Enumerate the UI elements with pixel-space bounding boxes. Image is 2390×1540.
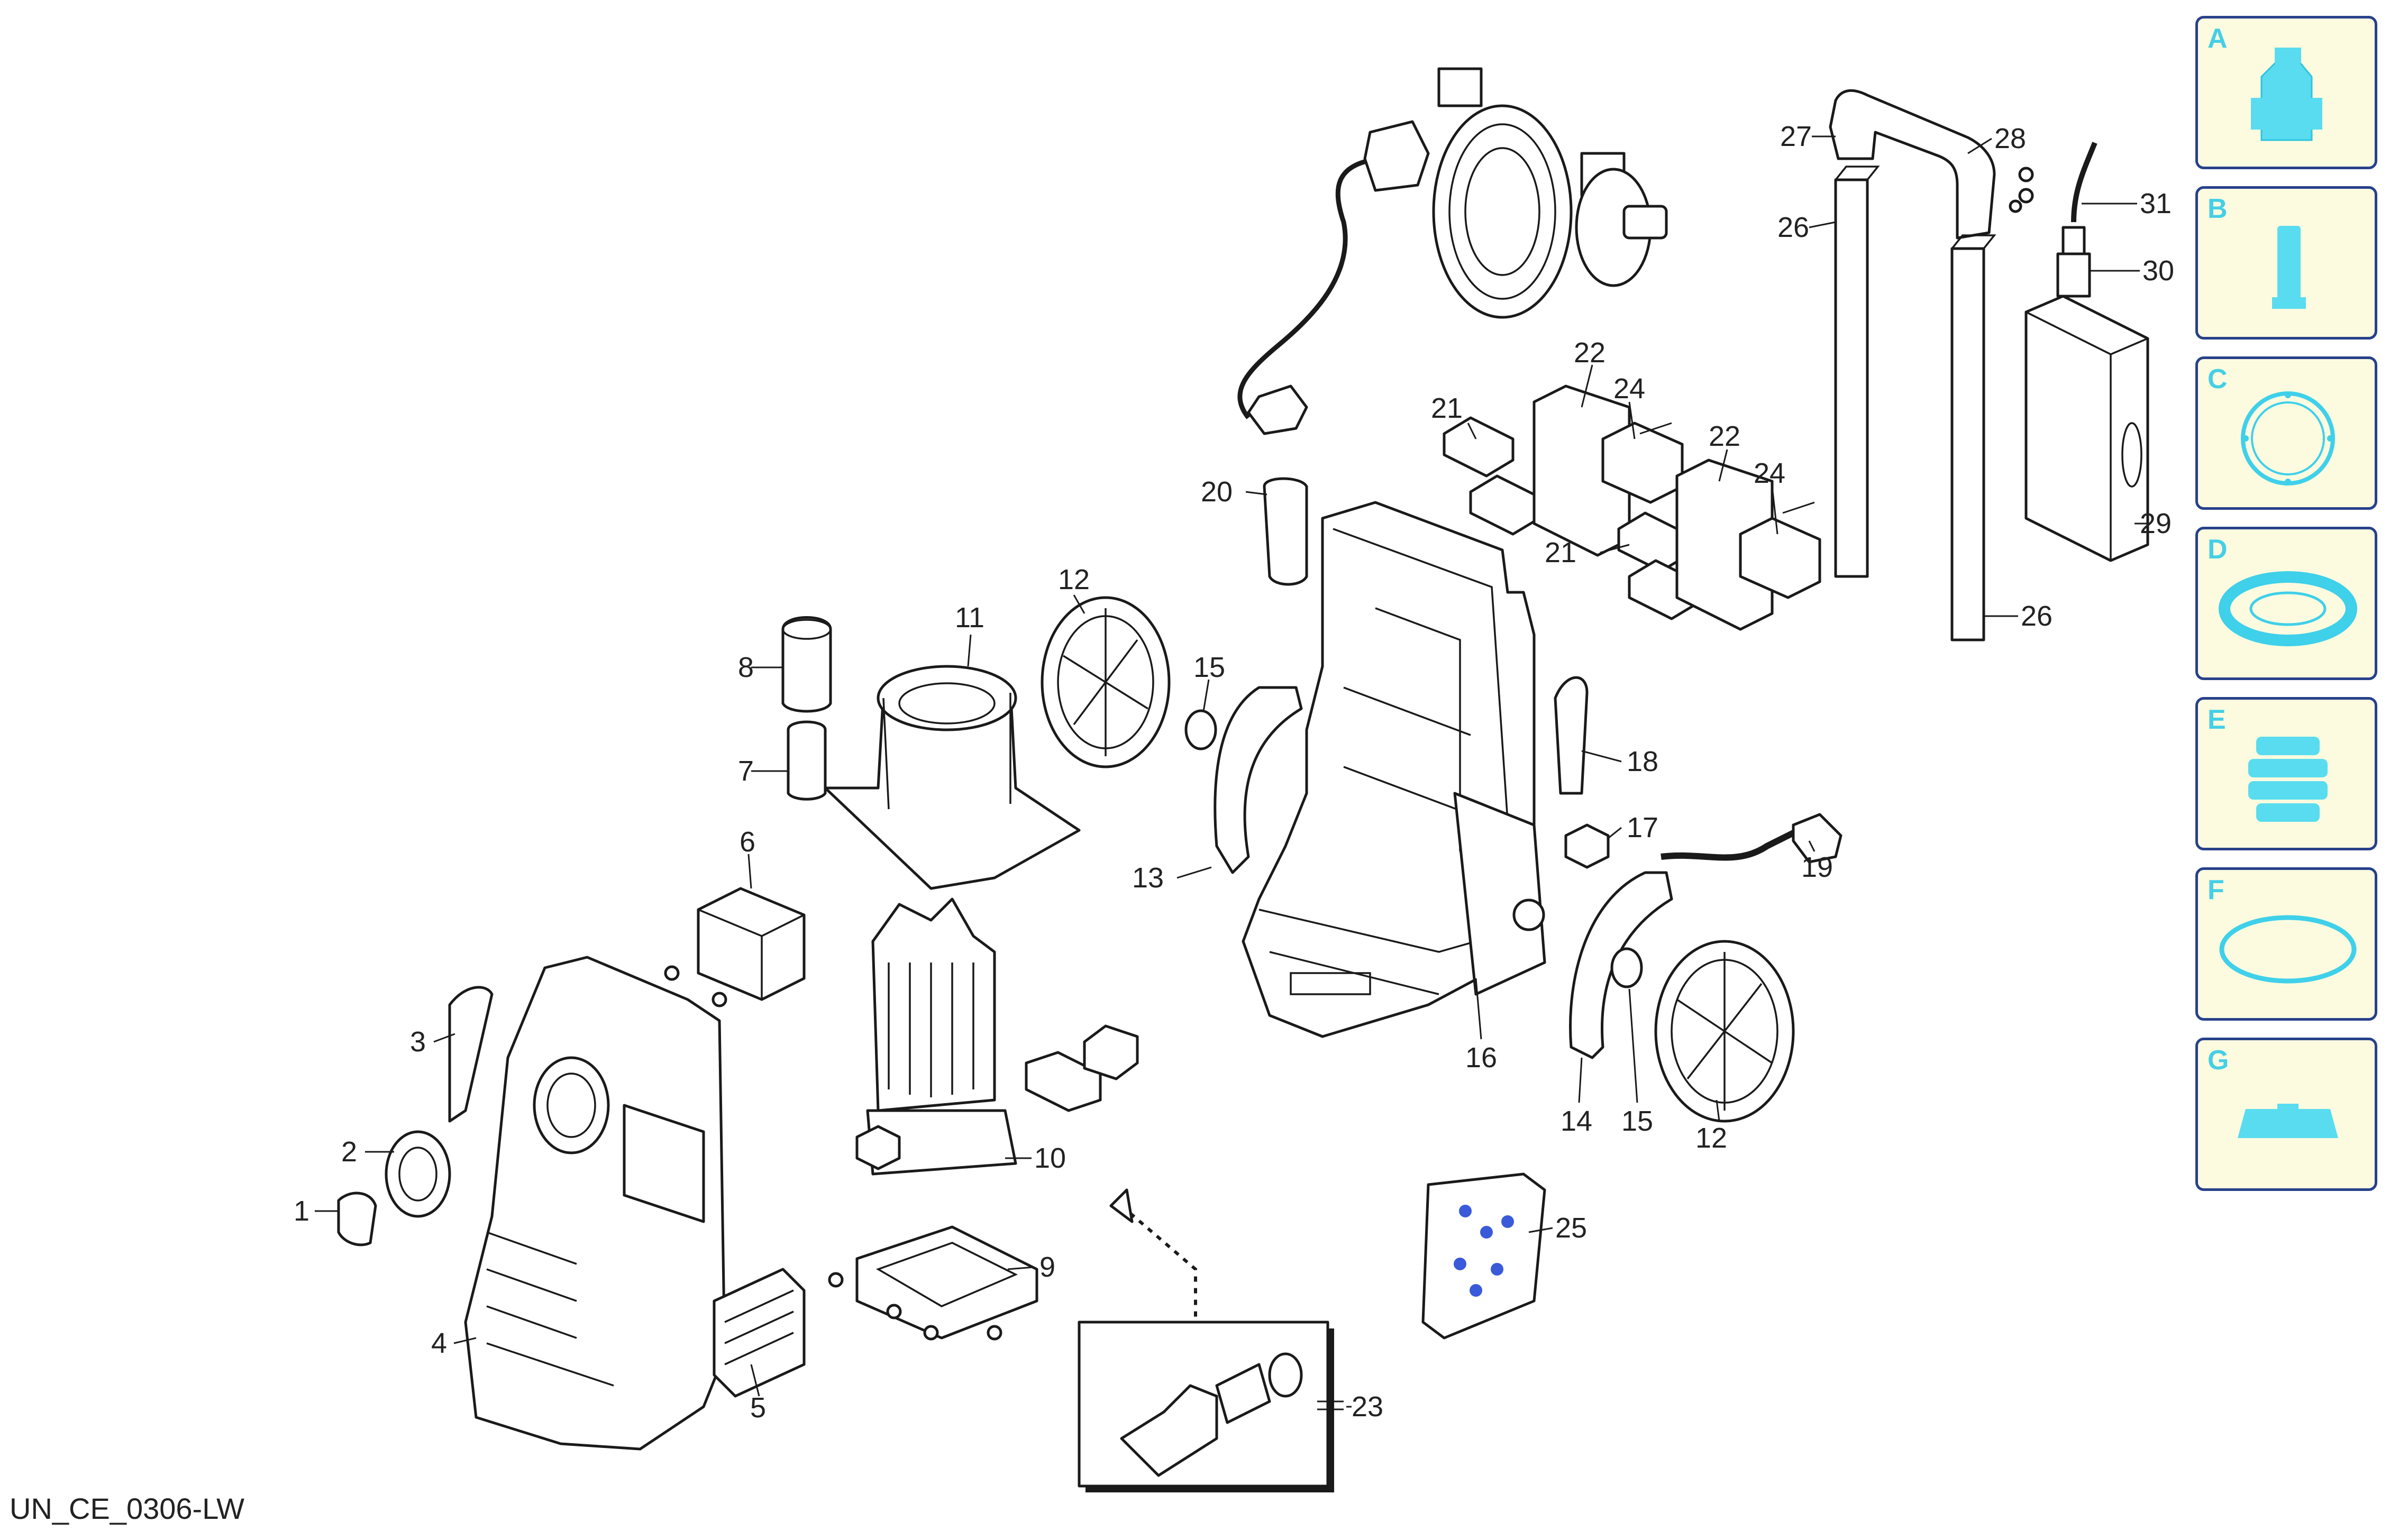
callout-21-lower: 21: [1545, 537, 1576, 569]
legend-letter: G: [2207, 1045, 2229, 1076]
callout-8: 8: [738, 652, 754, 683]
handle-screws: [2009, 167, 2034, 213]
main-chassis-drawing: [1242, 501, 1546, 1038]
legend-item-b[interactable]: B: [2195, 186, 2377, 340]
callout-7: 7: [738, 755, 754, 787]
legend-letter: A: [2207, 23, 2228, 54]
callout-2: 2: [341, 1136, 357, 1168]
callout-24-lower: 24: [1754, 457, 1785, 489]
callout-18: 18: [1627, 746, 1658, 777]
callout-15-upper: 15: [1193, 652, 1225, 683]
legend-letter: F: [2207, 875, 2224, 905]
callout-4: 4: [431, 1327, 447, 1359]
callout-labels: 1 2 3 4 5 6 7 8 9 10 11 12 12 13 14 15 1…: [294, 121, 2174, 1424]
legend-item-g[interactable]: G: [2195, 1038, 2377, 1191]
callout-3: 3: [410, 1026, 426, 1058]
callout-leaders: [315, 135, 2148, 1408]
small-parts-right-drawing: [1263, 477, 1842, 869]
pump-base-drawing: [828, 1225, 1038, 1341]
callout-26-lower: 26: [2021, 600, 2053, 632]
callout-22-lower: 22: [1709, 420, 1740, 452]
legend-item-c[interactable]: C: [2195, 356, 2377, 510]
callout-22-upper: 22: [1574, 337, 1606, 369]
handle-assembly-drawing: [1829, 89, 2034, 641]
callout-19: 19: [1801, 851, 1833, 883]
motor-pump-drawing: [855, 897, 1139, 1176]
control-box-drawing: [664, 887, 806, 1007]
legend-item-e[interactable]: E: [2195, 697, 2377, 850]
callout-30: 30: [2142, 255, 2174, 287]
legend-letter: D: [2207, 534, 2228, 565]
callout-26-upper: 26: [1777, 212, 1809, 243]
flat-seal-icon: [2238, 1104, 2338, 1138]
bag-screws: [1454, 1205, 1514, 1297]
callout-5: 5: [750, 1392, 766, 1424]
legend-letter: E: [2207, 704, 2226, 735]
callout-1: 1: [294, 1195, 309, 1227]
o-ring-icon: [2219, 915, 2357, 984]
callout-11: 11: [955, 602, 984, 634]
legend-item-f[interactable]: F: [2195, 867, 2377, 1021]
callout-23: 23: [1352, 1391, 1383, 1423]
detergent-tank-drawing: [2024, 142, 2149, 562]
wheel-and-cover-drawing: [1041, 596, 1795, 1123]
callout-14: 14: [1561, 1105, 1592, 1137]
callout-16: 16: [1465, 1042, 1497, 1074]
detail-inset-23: [1078, 1188, 1344, 1492]
callout-25: 25: [1555, 1212, 1587, 1244]
parts-bag-drawing: [1421, 1172, 1546, 1340]
callout-31: 31: [2140, 188, 2172, 219]
callout-27: 27: [1780, 121, 1812, 152]
gasket-ring-icon: [2241, 391, 2335, 485]
legend-letter: C: [2207, 364, 2228, 395]
bellows-seal-icon: [2248, 737, 2328, 822]
callout-29: 29: [2140, 508, 2172, 539]
callout-17: 17: [1627, 812, 1658, 844]
callout-10: 10: [1034, 1142, 1066, 1174]
callout-20: 20: [1201, 476, 1233, 508]
callout-21-upper: 21: [1431, 392, 1463, 424]
callout-9: 9: [1039, 1251, 1055, 1283]
callout-12-lower: 12: [1695, 1122, 1727, 1154]
front-housing-drawing: [337, 956, 806, 1451]
motor-cover-drawing: [781, 616, 1081, 890]
seal-ring-icon: [2219, 571, 2357, 646]
legend-item-a[interactable]: A: [2195, 16, 2377, 169]
callout-6: 6: [740, 826, 755, 858]
callout-13: 13: [1132, 862, 1164, 894]
callout-12-upper: 12: [1058, 564, 1090, 595]
callout-24-upper: 24: [1613, 373, 1645, 405]
hose-reel-drawing: [1237, 67, 1668, 435]
document-id: UN_CE_0306-LW: [10, 1492, 245, 1525]
legend-item-d[interactable]: D: [2195, 527, 2377, 680]
callout-28: 28: [1994, 123, 2026, 154]
legend-letter: B: [2207, 194, 2228, 224]
bracket-parts-drawing: [1443, 384, 1821, 631]
filter-cartridge-icon: [2272, 226, 2306, 309]
callout-15-lower: 15: [1621, 1105, 1653, 1137]
nozzle-icon: [2251, 48, 2322, 141]
